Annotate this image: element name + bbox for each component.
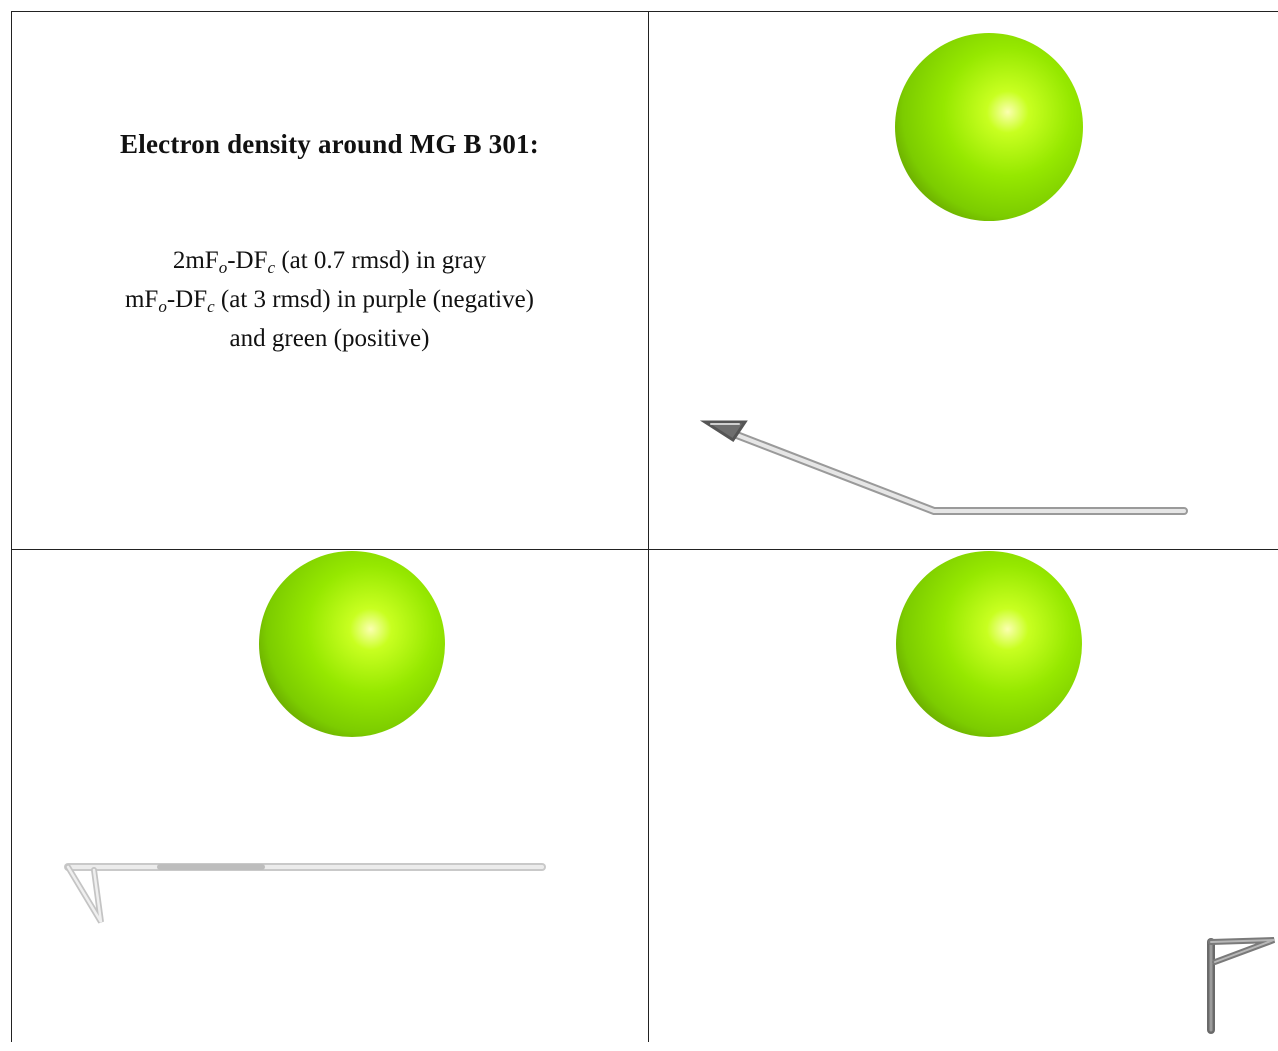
figure-grid: Electron density around MG B 301: 2mFo-D… [11,11,1278,1051]
legend-text: (at 3 rmsd) in purple (negative) [214,286,535,313]
legend-term: mF [124,286,159,313]
legend-sub: c [207,297,215,316]
grid-border-center [648,11,649,1042]
legend-line-2mfo-dfc: 2mFo-DFc (at 0.7 rmsd) in gray [11,241,648,280]
grid-border-middle [11,549,1278,550]
structure-view-3-render [896,551,1276,1034]
legend-term: -DF [227,247,268,274]
mg-ion-sphere [259,551,445,737]
mg-ion-sphere [895,33,1083,221]
legend-text: (at 0.7 rmsd) in gray [275,247,487,274]
legend-sub: c [267,258,276,277]
legend-line-3: and green (positive) [229,325,430,352]
legend-sub: o [158,297,167,316]
structure-view-1 [649,12,1278,549]
legend-sub: o [218,258,228,277]
structure-view-1-render [699,33,1188,515]
legend-line-mfo-dfc: mFo-DFc (at 3 rmsd) in purple (negative) [11,280,648,319]
legend-term: 2mF [172,247,219,274]
structure-view-2 [12,550,648,1042]
structure-view-3 [649,550,1278,1042]
mg-ion-sphere [896,551,1082,737]
bond-stick [1207,937,1276,1034]
caption-cell: Electron density around MG B 301: 2mFo-D… [11,11,648,549]
caption-title: Electron density around MG B 301: [120,129,539,159]
caption-legend: 2mFo-DFc (at 0.7 rmsd) in gray mFo-DFc (… [11,241,648,358]
bond-stick [699,420,1188,515]
bond-stick [64,863,546,924]
structure-view-2-render [64,551,546,924]
grid-border-top [11,11,1278,12]
legend-term: -DF [166,286,208,313]
grid-border-left [11,11,12,1042]
